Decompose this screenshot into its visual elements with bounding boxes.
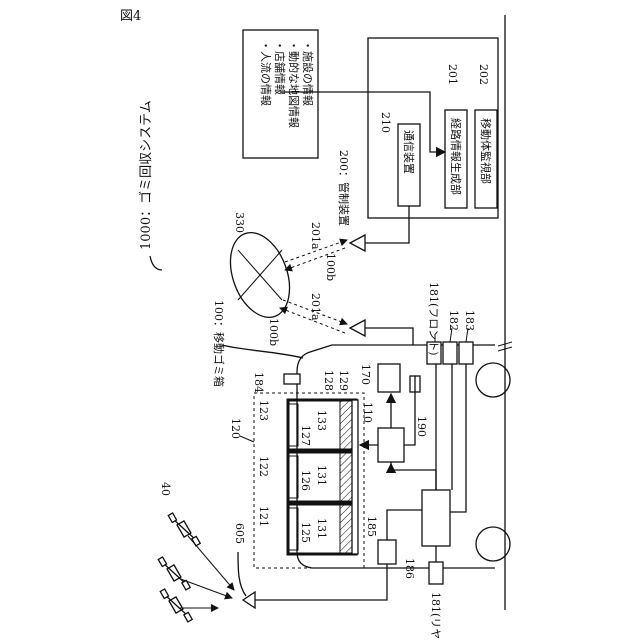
sensor-184: [284, 374, 300, 384]
controller-110: [378, 428, 404, 462]
info-item: ・動的な地図情報: [287, 40, 301, 128]
route-gen-label: 経路情報生成部: [449, 118, 463, 195]
ref-190: 190: [415, 416, 428, 437]
leader: [240, 436, 254, 442]
ref-170: 170: [359, 364, 372, 385]
ref-120: 120: [229, 418, 242, 439]
info-item: ・人流の情報: [259, 40, 273, 106]
info-item: ・店舗情報: [273, 40, 287, 95]
sensor-182: [443, 342, 457, 364]
comm-device-label: 通信装置: [402, 130, 415, 174]
ref-122: 122: [257, 456, 270, 477]
box-185: [378, 540, 396, 564]
ref-129: 129: [337, 370, 350, 391]
ref-186: 186: [403, 558, 416, 579]
ref-201a-top: 201a: [309, 222, 322, 250]
route-gen-ref: 201: [446, 64, 459, 85]
ref-100b-bottom: 100b: [267, 318, 280, 346]
ref-127: 127: [299, 425, 312, 446]
satellite-icon: [160, 589, 192, 622]
ref-183: 183: [463, 310, 476, 331]
ref-131-a: 131: [315, 518, 328, 539]
sensor-181-rear: [429, 562, 443, 584]
ref-330: 330: [233, 212, 246, 233]
ref-185: 185: [365, 516, 378, 537]
ref-40: 40: [159, 482, 172, 496]
ref-131-b: 131: [315, 465, 328, 486]
figure-label: 図4: [120, 9, 141, 24]
ref-605: 605: [233, 523, 246, 544]
satellite-icon: [158, 557, 190, 590]
sensor-183: [459, 342, 473, 364]
antenna-mid-wire: [365, 328, 413, 345]
ref-181-front: 181(フロント): [427, 282, 440, 356]
ref-182: 182: [447, 310, 460, 331]
ref-125: 125: [299, 522, 312, 543]
box-170: [378, 364, 400, 392]
system-leader: [150, 256, 162, 270]
satellite-icon: [168, 513, 200, 546]
mobile-bin-leader: [222, 345, 303, 358]
ref-123: 123: [257, 400, 270, 421]
satellite-signals: [178, 536, 234, 608]
ref-128: 128: [322, 370, 335, 391]
ref-100b-top: 100b: [324, 253, 337, 281]
ref-126: 126: [299, 470, 312, 491]
control-label: 200：管制装置: [337, 150, 351, 226]
monitor-label: 移動体監視部: [479, 118, 493, 184]
info-item: ・施設の情報: [301, 40, 315, 106]
mobile-bin-label: 100：移動ゴミ箱: [212, 300, 226, 387]
ref-121: 121: [257, 506, 270, 527]
antenna-top-icon: [350, 235, 365, 251]
monitor-ref: 202: [477, 64, 490, 85]
box-186: [422, 490, 450, 546]
comm-device-ref: 210: [379, 112, 392, 133]
antenna-mid-icon: [350, 320, 365, 336]
ref-133: 133: [315, 410, 328, 431]
network-cloud-icon: [220, 224, 301, 325]
system-label: 1000：ゴミ回収システム: [138, 100, 154, 250]
leader: [238, 552, 246, 596]
ref-110: 110: [361, 402, 374, 423]
ref-201a-bottom: 201a: [309, 293, 322, 321]
ref-181-rear: 181(リヤ): [429, 592, 442, 640]
ref-184: 184: [252, 372, 265, 393]
